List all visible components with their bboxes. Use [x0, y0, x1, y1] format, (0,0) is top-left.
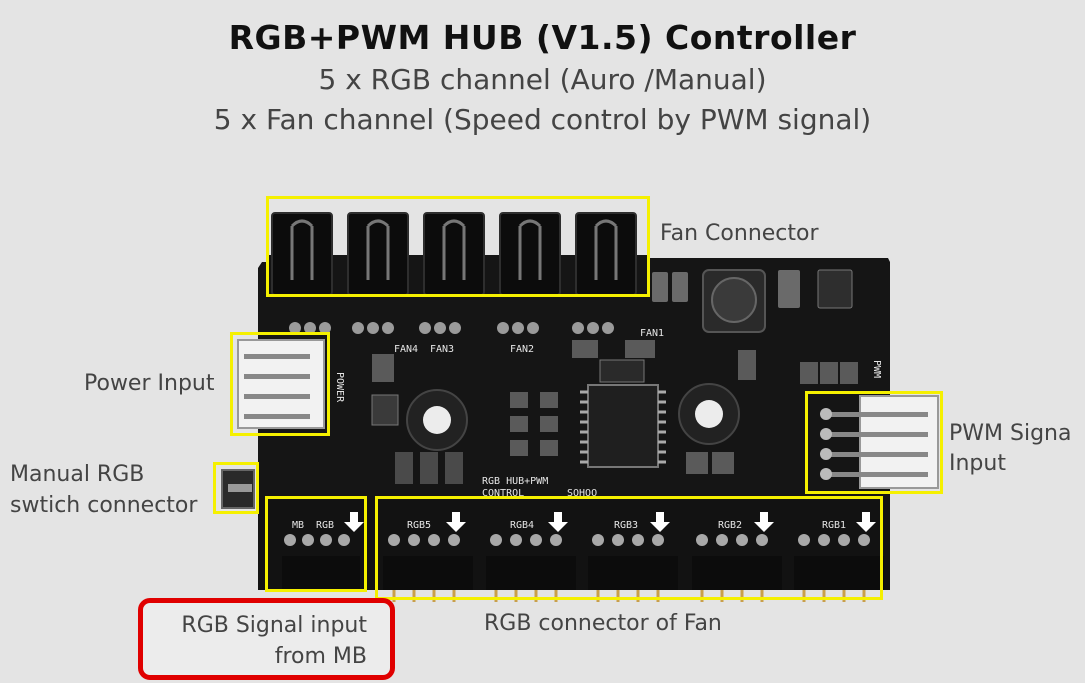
main-ic — [580, 359, 666, 468]
silk-fan4: FAN4 — [394, 344, 418, 355]
pwm-connector — [820, 395, 939, 489]
power-connector — [237, 339, 325, 429]
highlight-rgb-connectors — [375, 496, 883, 600]
silk-rgb4: RGB4 — [510, 520, 534, 531]
rgb-headers — [282, 556, 884, 590]
callout-rgb-signal-input — [138, 598, 395, 680]
label-manual-rgb-2: swtich connector — [10, 493, 198, 518]
silk-rgb5: RGB5 — [407, 520, 431, 531]
mounting-holes — [406, 383, 740, 451]
smd-components — [371, 269, 858, 484]
manual-switch-connector — [221, 469, 255, 509]
title: RGB+PWM HUB (V1.5) Controller — [228, 18, 857, 57]
silk-fan3: FAN3 — [430, 344, 454, 355]
silk-power: POWER — [334, 372, 345, 403]
fan-connectors — [271, 212, 637, 296]
inductor — [702, 269, 766, 333]
silk-pwm: PWM — [871, 360, 882, 378]
label-rgb-signal-2: from MB — [274, 644, 367, 669]
highlight-manual-switch — [213, 462, 259, 514]
silk-rgb: RGB — [316, 520, 334, 531]
label-manual-rgb-1: Manual RGB — [10, 462, 145, 487]
silk-board-name-1: RGB HUB+PWM — [482, 476, 548, 487]
label-pwm-2: Input — [949, 451, 1006, 476]
rgb-header-pins — [284, 534, 870, 546]
label-power-input: Power Input — [84, 371, 215, 396]
silk-rgb1: RGB1 — [822, 520, 846, 531]
highlight-pwm-input — [805, 391, 943, 494]
silk-rgb3: RGB3 — [614, 520, 638, 531]
silk-brand: SOHOO — [567, 488, 597, 499]
silk-rgb2: RGB2 — [718, 520, 742, 531]
subtitle-fan: 5 x Fan channel (Speed control by PWM si… — [213, 103, 872, 136]
label-pwm-1: PWM Signa — [949, 421, 1072, 446]
highlight-power-input — [230, 332, 330, 436]
silk-mb: MB — [292, 520, 304, 531]
label-rgb-signal-1: RGB Signal input — [181, 613, 367, 638]
silk-fan1: FAN1 — [640, 328, 664, 339]
arrow-down-icons — [344, 512, 876, 532]
fan-solder-pads — [289, 322, 614, 334]
highlight-rgb-input — [265, 496, 367, 592]
rgb-header-legs — [392, 590, 866, 602]
silk-fan2: FAN2 — [510, 344, 534, 355]
label-fan-connector: Fan Connector — [660, 221, 819, 246]
highlight-fan-connector — [266, 196, 650, 297]
subtitle-rgb: 5 x RGB channel (Auro /Manual) — [318, 63, 767, 96]
label-rgb-connector-fan: RGB connector of Fan — [484, 611, 722, 636]
silk-board-name-2: CONTROL — [482, 488, 524, 499]
